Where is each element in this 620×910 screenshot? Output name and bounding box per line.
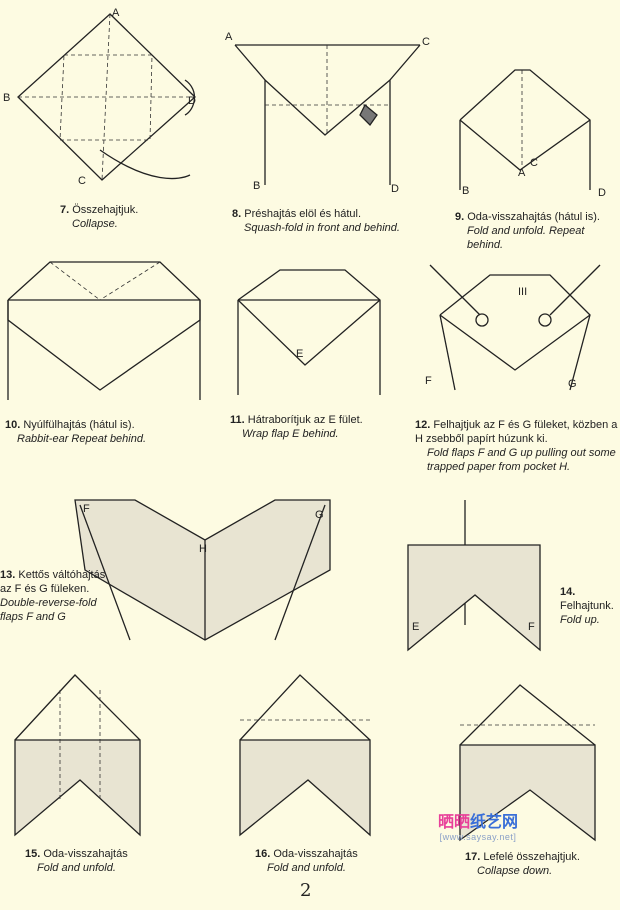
label-E: E (296, 348, 303, 360)
label-D: D (598, 187, 606, 199)
label-B: B (3, 92, 10, 104)
step-13-diagram: F G H (74, 499, 331, 641)
step-14-diagram: E F (407, 500, 541, 652)
label-H: H (199, 543, 207, 555)
label-A: A (225, 31, 233, 43)
step-8-diagram: A C B D (225, 31, 430, 195)
label-D: D (391, 183, 399, 195)
watermark: 晒晒纸艺网 [www.saysay.net] (438, 812, 519, 842)
step-16-diagram (239, 674, 371, 837)
label-F: F (528, 621, 535, 633)
label-F: F (425, 375, 432, 387)
label-III: III (518, 286, 527, 298)
step-15-diagram (14, 674, 141, 837)
step-17-diagram (459, 684, 596, 842)
page-number: 2 (300, 880, 312, 901)
step-7-diagram: A B C D (3, 7, 196, 187)
step-10-caption: 10. Nyúlfülhajtás (hátul is).Rabbit-ear … (5, 419, 147, 445)
label-D: D (188, 95, 196, 107)
step-17-caption: 17. Lefelé összehajtjuk.Collapse down. (465, 851, 580, 877)
label-G: G (568, 378, 577, 390)
step-12-diagram: III F G (425, 264, 601, 391)
label-B: B (253, 180, 260, 192)
step-10-diagram (7, 261, 201, 400)
step-11-diagram: E (237, 269, 381, 395)
step-11-caption: 11. Hátraborítjuk az E fület.Wrap flap E… (230, 414, 363, 440)
label-C: C (530, 157, 538, 169)
label-E: E (412, 621, 419, 633)
step-8-caption: 8. Préshajtás elöl és hátul.Squash-fold … (232, 208, 400, 234)
step-7-caption: 7. Összehajtjuk.Collapse. (60, 204, 139, 230)
step-9-diagram: B A C D (459, 69, 606, 199)
label-G: G (315, 509, 324, 521)
label-A: A (518, 167, 526, 179)
label-F: F (83, 503, 90, 515)
step-13-caption: 13. Kettős váltóhajtás az F és G füleken… (0, 569, 106, 623)
label-B: B (462, 185, 469, 197)
step-14-caption: 14.Felhajtunk.Fold up. (560, 586, 614, 626)
step-12-caption: 12. Felhajtjuk az F és G füleket, közben… (415, 419, 618, 473)
step-9-caption: 9. Oda-visszahajtás (hátul is).Fold and … (455, 211, 600, 251)
label-A: A (112, 7, 120, 19)
label-C: C (422, 36, 430, 48)
label-C: C (78, 175, 86, 187)
